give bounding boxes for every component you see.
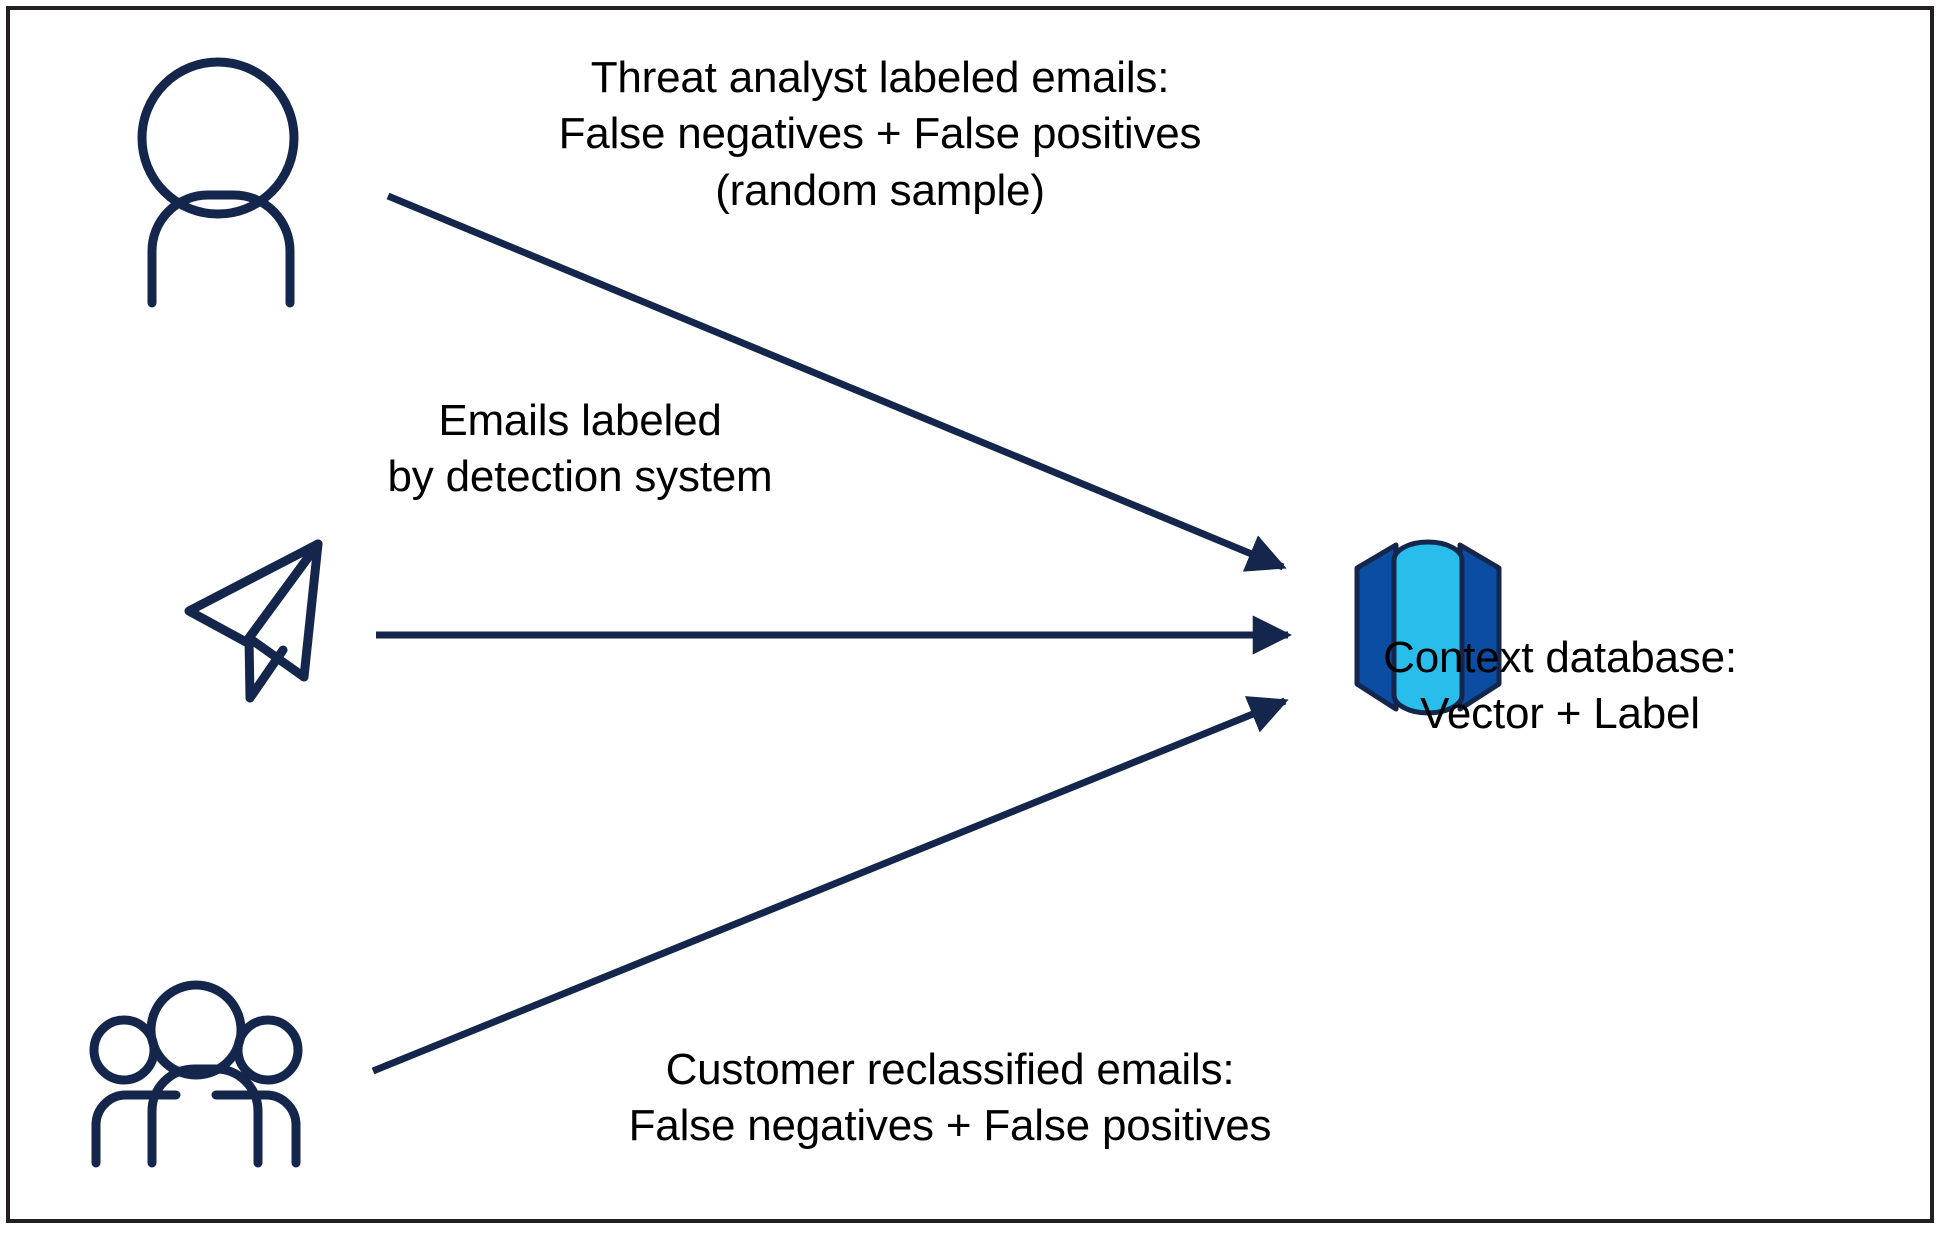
context-database-label: Context database: Vector + Label [1383, 633, 1737, 739]
arrow-customers-to-database [371, 696, 1289, 1075]
person-icon-body [147, 190, 295, 308]
people-group-icon-center-body [147, 1064, 263, 1168]
paper-plane-icon-left-wing [184, 539, 323, 647]
person-icon-head [137, 57, 299, 219]
people-group-icon-right-body [211, 1090, 301, 1168]
arrow-analyst-to-database [386, 192, 1287, 572]
people-group-icon-center-head [146, 980, 246, 1080]
people-group-icon-left-body [91, 1090, 181, 1168]
paper-plane-icon [184, 539, 323, 703]
detection-system-label: Emails labeled by detection system [387, 396, 773, 502]
people-group-icon-right-head [233, 1015, 303, 1085]
customers-label: Customer reclassified emails: False nega… [628, 1045, 1272, 1151]
arrow-customers-line [371, 696, 1289, 1075]
analyst-label: Threat analyst labeled emails: False neg… [558, 53, 1202, 215]
paper-plane-icon-body [244, 539, 323, 682]
database-icon-left-wing [1354, 542, 1399, 712]
database-icon [1354, 539, 1502, 716]
arrow-analyst-line [386, 192, 1287, 572]
person-icon [137, 57, 299, 308]
people-group-icon [89, 980, 303, 1168]
database-icon-right-wing [1457, 542, 1502, 712]
people-group-icon-left-head [89, 1015, 159, 1085]
diagram-frame-border [6, 6, 1934, 1223]
database-icon-cylinder [1391, 539, 1465, 716]
